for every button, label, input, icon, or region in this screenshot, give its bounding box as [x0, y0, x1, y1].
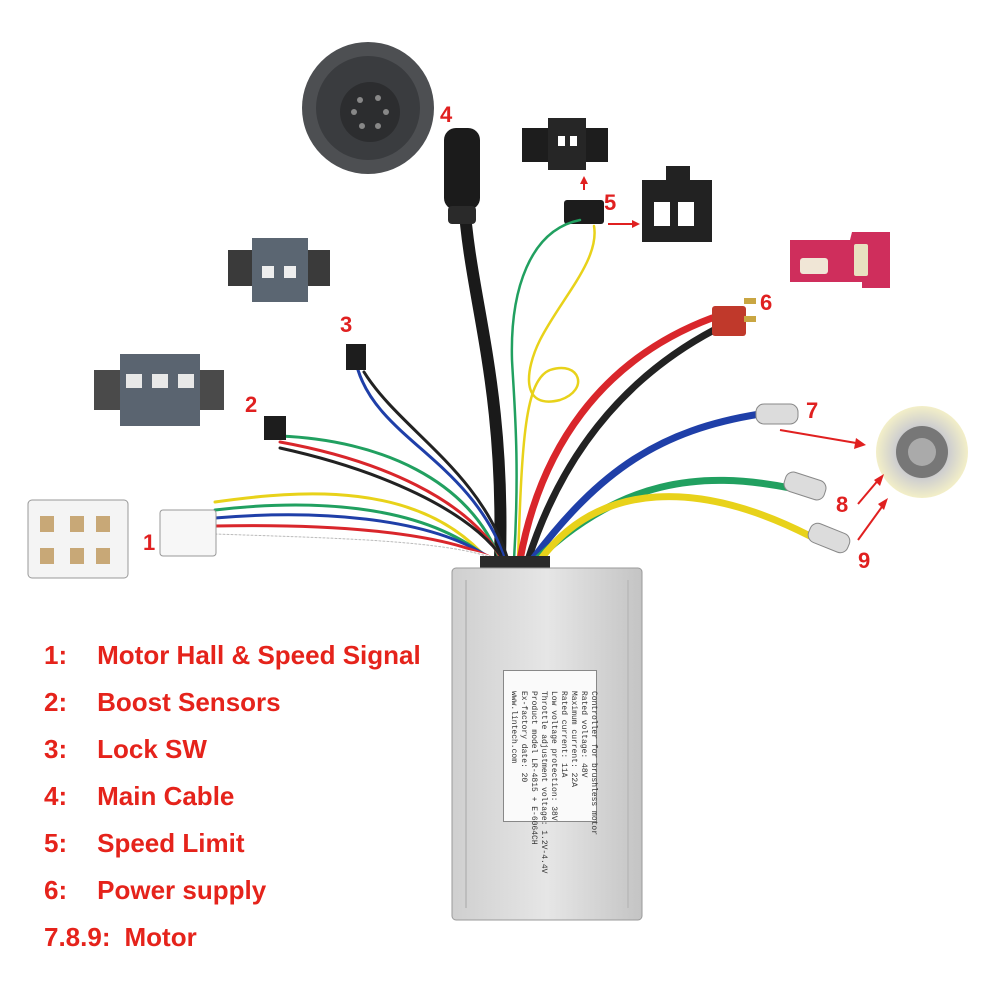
lock-sw-plug [346, 344, 366, 370]
wire-bundle [213, 218, 814, 564]
spec-line: www.lintech.com [509, 691, 518, 764]
main-cable [444, 128, 507, 561]
legend-item: 6:Power supply [44, 875, 267, 905]
callout-6: 6 [760, 290, 773, 315]
controller-spec-text: Controller for brushless motor Rated vol… [508, 691, 598, 874]
callout-4: 4 [440, 102, 453, 127]
legend-item: 1:Motor Hall & Speed Signal [44, 640, 421, 670]
callout-9: 9 [858, 548, 871, 573]
callout-7: 7 [806, 398, 819, 423]
hall-plug [159, 509, 217, 557]
legend-item: 7.8.9:Motor [44, 922, 197, 952]
callout-1: 1 [143, 530, 156, 555]
callout-8: 8 [836, 492, 849, 517]
spec-line: Maximum current: 22A [569, 691, 578, 788]
controller-spec-label: Controller for brushless motor Rated vol… [503, 670, 598, 873]
callout-2: 2 [245, 392, 258, 417]
spec-line: Rated voltage: 48V [579, 691, 588, 778]
power-plug [712, 298, 756, 336]
legend: 1:Motor Hall & Speed Signal 2:Boost Sens… [44, 632, 421, 961]
spec-line: Low voltage protection: 38V [549, 691, 558, 821]
legend-item: 4:Main Cable [44, 781, 235, 811]
callout-5: 5 [604, 190, 617, 215]
spec-line: Rated current: 11A [559, 691, 568, 778]
spec-line: Product model LR-4815 + E-6064CH [529, 691, 538, 845]
motor-arrows [779, 429, 888, 541]
legend-item: 3:Lock SW [44, 734, 207, 764]
boost-sensor-plug [264, 416, 286, 440]
pink-adapter [790, 232, 890, 288]
motor-terminals [755, 403, 851, 554]
motor-hub [876, 406, 968, 498]
gray-connector-top [228, 238, 330, 302]
spec-line: Throttle adjustment voltage: 1.2V-4.4V [539, 691, 548, 874]
legend-item: 5:Speed Limit [44, 828, 245, 858]
spec-title: Controller for brushless motor [589, 691, 598, 836]
speed-limit-connectors [522, 118, 712, 242]
round-display-plug [302, 42, 434, 174]
gray-connector-mid [94, 354, 224, 426]
spec-line: Ex-factory date: 20 [519, 691, 528, 783]
white-connector [27, 499, 129, 579]
legend-item: 2:Boost Sensors [44, 687, 281, 717]
callout-3: 3 [340, 312, 353, 337]
